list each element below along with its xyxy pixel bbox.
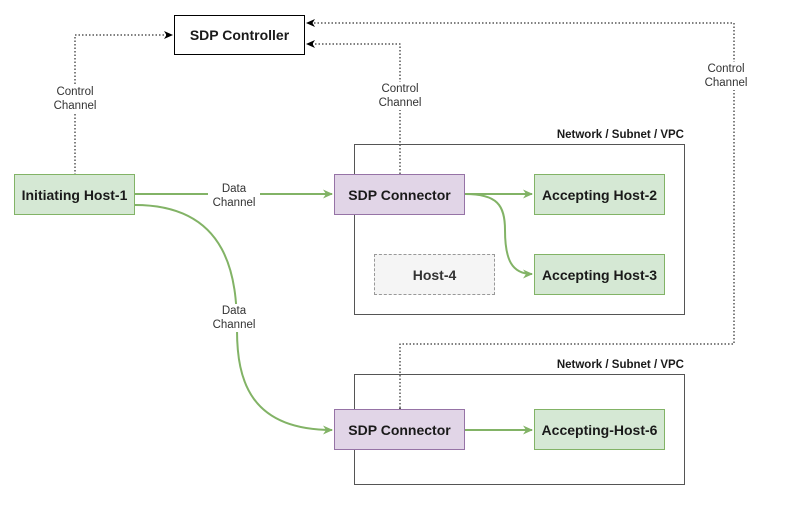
host-4-node[interactable]: Host-4 bbox=[374, 254, 495, 295]
accepting-host-6-label: Accepting-Host-6 bbox=[541, 421, 658, 438]
sdp-controller-label: SDP Controller bbox=[189, 27, 290, 43]
accepting-host-2-label: Accepting Host-2 bbox=[541, 186, 658, 203]
accepting-host-3-node[interactable]: Accepting Host-3 bbox=[534, 254, 665, 295]
initiating-host-node[interactable]: Initiating Host-1 bbox=[14, 174, 135, 215]
data-channel-label-bottom-line1: Data bbox=[221, 305, 247, 317]
data-channel-label-top: Data Channel bbox=[208, 182, 260, 210]
control-edge-initiating-to-controller bbox=[74, 31, 173, 175]
network-region-top bbox=[354, 144, 685, 315]
data-edge-connector1-to-host3 bbox=[464, 193, 533, 279]
accepting-host-6-node[interactable]: Accepting-Host-6 bbox=[534, 409, 665, 450]
control-channel-label-left-line2: Channel bbox=[53, 100, 97, 112]
control-channel-label-left-line1: Control bbox=[56, 86, 94, 98]
data-channel-label-bottom-line2: Channel bbox=[212, 319, 256, 331]
control-channel-label-middle: Control Channel bbox=[372, 82, 428, 110]
sdp-connector-top-label: SDP Connector bbox=[348, 186, 451, 203]
sdp-controller-node[interactable]: SDP Controller bbox=[174, 15, 305, 55]
data-channel-label-top-line1: Data bbox=[221, 183, 247, 195]
accepting-host-2-node[interactable]: Accepting Host-2 bbox=[534, 174, 665, 215]
control-channel-label-left: Control Channel bbox=[48, 85, 102, 113]
control-channel-label-right: Control Channel bbox=[698, 62, 754, 90]
initiating-host-label: Initiating Host-1 bbox=[21, 186, 128, 203]
data-channel-label-bottom: Data Channel bbox=[208, 304, 260, 332]
control-channel-label-right-line2: Channel bbox=[704, 77, 748, 89]
sdp-connector-bottom-node[interactable]: SDP Connector bbox=[334, 409, 465, 450]
sdp-connector-bottom-label: SDP Connector bbox=[348, 421, 451, 438]
control-channel-label-right-line1: Control bbox=[707, 63, 745, 75]
data-channel-label-top-line2: Channel bbox=[212, 197, 256, 209]
control-channel-label-middle-line1: Control bbox=[381, 83, 419, 95]
control-edge-connector2-to-controller bbox=[306, 19, 735, 416]
network-region-top-label: Network / Subnet / VPC bbox=[556, 129, 684, 141]
accepting-host-3-label: Accepting Host-3 bbox=[541, 266, 658, 283]
sdp-connector-top-node[interactable]: SDP Connector bbox=[334, 174, 465, 215]
host-4-label: Host-4 bbox=[412, 266, 457, 283]
network-region-bottom-label: Network / Subnet / VPC bbox=[556, 359, 684, 371]
control-channel-label-middle-line2: Channel bbox=[378, 97, 422, 109]
